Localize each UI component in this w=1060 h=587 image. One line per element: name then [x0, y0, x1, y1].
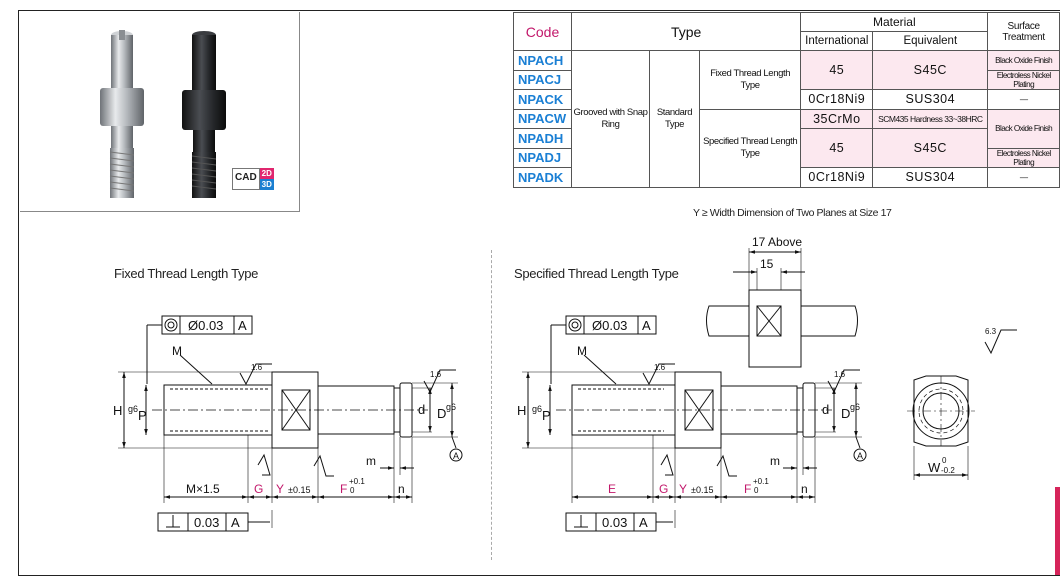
- spec-roughness-2: 1.6: [834, 370, 846, 379]
- code-npadk[interactable]: NPADK: [513, 167, 572, 188]
- header-equivalent: Equivalent: [872, 31, 989, 51]
- mat-intl-4: 35CrMo: [800, 108, 874, 129]
- detail-15: 15: [760, 257, 774, 271]
- type-fixed: Fixed Thread Length Type: [698, 50, 802, 110]
- surface-6: Electroless Nickel Plating: [987, 147, 1060, 168]
- fixed-fcf-bottom-value: 0.03: [194, 515, 219, 530]
- spec-label-H: H: [517, 403, 526, 418]
- fixed-labels: Ø0.03 A M H P g6 d D g6 1.6 1.6 A m M×1.…: [113, 318, 459, 530]
- type-specified: Specified Thread Length Type: [698, 108, 802, 188]
- fixed-fcf-top-datum: A: [238, 318, 247, 333]
- header-surface: Surface Treatment: [987, 12, 1060, 51]
- spec-fcf-top-datum: A: [642, 318, 651, 333]
- spec-dim-F-tol-up: +0.1: [753, 477, 769, 486]
- spec-dim-F-tol-low: 0: [754, 486, 759, 495]
- product-photo: [100, 30, 226, 198]
- section-divider: [491, 250, 492, 560]
- fixed-fcf-bottom-datum: A: [231, 515, 240, 530]
- mat-equiv-7: SUS304: [872, 167, 989, 188]
- mat-intl-1: 45: [800, 50, 874, 90]
- surface-4: Black Oxide Finish: [987, 108, 1060, 149]
- specified-labels: Ø0.03 A M H P g6 d D g6 1.6 1.6 A m E G …: [517, 235, 997, 530]
- fixed-label-P: P: [138, 408, 147, 423]
- spec-dim-n: n: [801, 482, 808, 496]
- mat-equiv-5: S45C: [872, 128, 989, 168]
- spec-fcf-bottom-datum: A: [639, 515, 648, 530]
- fixed-label-M: M: [172, 344, 182, 358]
- spec-dim-E: E: [608, 482, 616, 496]
- fixed-fcf-top-value: Ø0.03: [188, 318, 223, 333]
- fixed-label-H: H: [113, 403, 122, 418]
- spec-roughness-1: 1.6: [654, 363, 666, 372]
- cad-label: CAD: [232, 168, 260, 190]
- spec-label-P-sub: g6: [532, 404, 542, 414]
- cad-badge[interactable]: CAD 2D 3D: [232, 168, 274, 190]
- type-main: Grooved with Snap Ring: [571, 50, 650, 188]
- specified-drawing: [522, 248, 1017, 532]
- fixed-dim-Y-tol: ±0.15: [288, 485, 310, 495]
- fixed-dim-F-tol-low: 0: [350, 486, 355, 495]
- fixed-label-D-sub: g6: [446, 402, 456, 412]
- content-frame: [18, 10, 1060, 576]
- cad-2d-label: 2D: [259, 168, 274, 179]
- header-type: Type: [570, 12, 802, 51]
- code-npacj[interactable]: NPACJ: [513, 69, 572, 90]
- surface-7: —: [987, 167, 1060, 188]
- end-view-roughness: 6.3: [985, 327, 997, 336]
- fixed-dim-n: n: [398, 482, 405, 496]
- end-view-W-tol-up: 0: [942, 456, 947, 465]
- spec-fcf-top-value: Ø0.03: [592, 318, 627, 333]
- fixed-datum-A: A: [453, 451, 459, 461]
- spec-label-D-sub: g6: [850, 402, 860, 412]
- cad-3d-label: 3D: [259, 179, 274, 190]
- end-view-W-tol-low: -0.2: [941, 466, 955, 475]
- size-note: Y ≥ Width Dimension of Two Planes at Siz…: [693, 207, 892, 219]
- fixed-label-m: m: [366, 454, 376, 468]
- spec-label-P: P: [542, 408, 551, 423]
- fixed-label-P-sub: g6: [128, 404, 138, 414]
- spec-table: Code Type Material Surface Treatment Int…: [513, 12, 1060, 188]
- spec-label-m: m: [770, 454, 780, 468]
- mat-equiv-1: S45C: [872, 50, 989, 90]
- end-view-W: W: [928, 460, 941, 475]
- fixed-roughness-2: 1.6: [430, 370, 442, 379]
- code-npadh[interactable]: NPADH: [513, 128, 572, 149]
- fixed-dim-G: G: [254, 482, 263, 496]
- spec-dim-Y: Y: [679, 482, 687, 496]
- fixed-dim-F: F: [340, 482, 347, 496]
- code-npack[interactable]: NPACK: [513, 89, 572, 110]
- fixed-dim-Y: Y: [276, 482, 284, 496]
- product-photo-panel: CAD 2D 3D: [20, 12, 300, 212]
- side-tab[interactable]: [1055, 487, 1060, 575]
- spec-dim-F: F: [744, 482, 751, 496]
- black-pin-image: [182, 31, 226, 198]
- fixed-dim-thread: M×1.5: [186, 482, 220, 496]
- fixed-drawing: [118, 315, 463, 532]
- silver-pin-image: [100, 30, 144, 198]
- code-npach[interactable]: NPACH: [513, 50, 572, 71]
- header-international: International: [800, 31, 874, 51]
- fixed-label-d: d: [418, 402, 425, 417]
- spec-label-d: d: [822, 402, 829, 417]
- fixed-roughness-1: 1.6: [251, 363, 263, 372]
- code-npadj[interactable]: NPADJ: [513, 147, 572, 168]
- spec-datum-A: A: [857, 451, 863, 461]
- specified-title: Specified Thread Length Type: [514, 266, 679, 281]
- type-standard: Standard Type: [649, 50, 700, 188]
- mat-intl-7: 0Cr18Ni9: [800, 167, 874, 188]
- spec-dim-G: G: [659, 482, 668, 496]
- spec-dim-Y-tol: ±0.15: [691, 485, 713, 495]
- fixed-dim-F-tol-up: +0.1: [349, 477, 365, 486]
- code-npacw[interactable]: NPACW: [513, 108, 572, 129]
- spec-label-D: D: [841, 406, 850, 421]
- fixed-label-D: D: [437, 406, 446, 421]
- fixed-title: Fixed Thread Length Type: [114, 266, 259, 281]
- spec-label-M: M: [577, 344, 587, 358]
- detail-17-above: 17 Above: [752, 235, 802, 249]
- mat-intl-3: 0Cr18Ni9: [800, 89, 874, 110]
- spec-fcf-bottom-value: 0.03: [602, 515, 627, 530]
